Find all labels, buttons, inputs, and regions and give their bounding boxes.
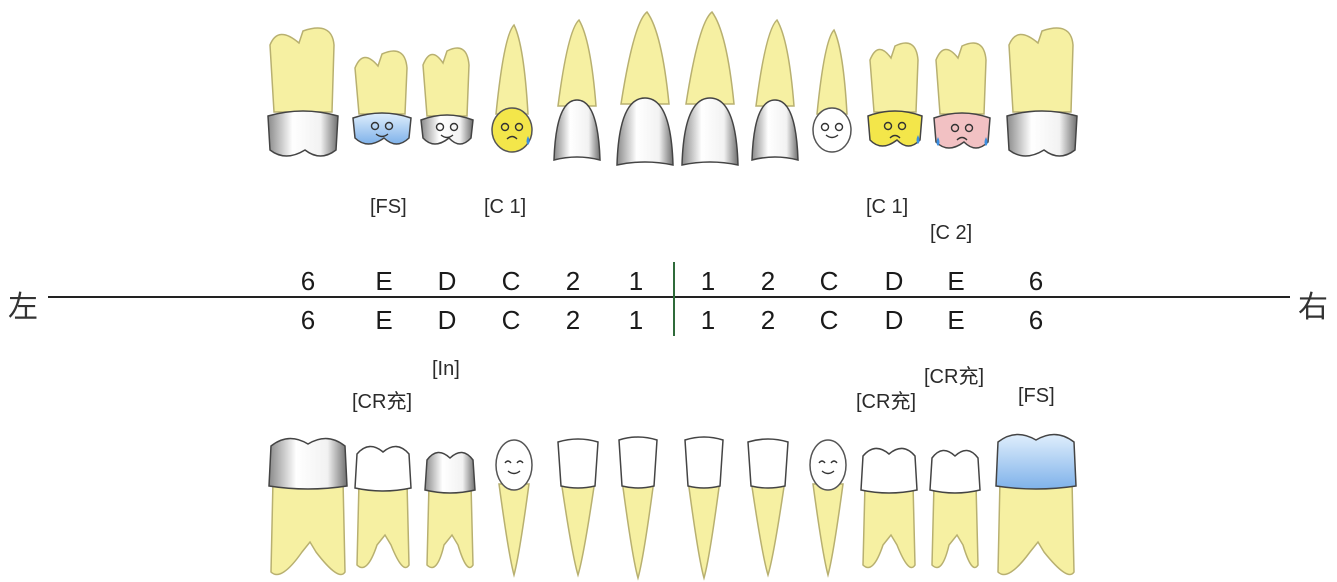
right-side-label: 右 <box>1298 282 1328 326</box>
lower-c-left <box>496 440 532 575</box>
lower-tooth-number: C <box>496 305 526 336</box>
upper-e-right <box>934 43 990 148</box>
midline-divider <box>673 262 675 336</box>
annotation-c2-upper-right: [C 2] <box>930 222 972 245</box>
upper-tooth-number: 1 <box>621 266 651 297</box>
upper-2-left <box>554 20 600 160</box>
upper-tooth-number: 6 <box>1021 266 1051 297</box>
lower-tooth-number: 6 <box>293 305 323 336</box>
lower-tooth-number: 6 <box>1021 305 1051 336</box>
upper-c-left <box>492 25 532 152</box>
upper-tooth-number: C <box>814 266 844 297</box>
lower-e-right <box>930 450 980 567</box>
annotation-cr-lower-right-upper: [CR充] <box>924 360 984 389</box>
lower-2-left <box>558 439 598 575</box>
occlusal-line <box>48 296 1290 298</box>
lower-molar-6-right <box>996 434 1076 574</box>
lower-tooth-number: D <box>432 305 462 336</box>
upper-tooth-number: 1 <box>693 266 723 297</box>
upper-tooth-number: C <box>496 266 526 297</box>
annotation-c1-upper-left: [C 1] <box>484 196 526 219</box>
lower-1-right <box>685 437 723 578</box>
upper-tooth-number: E <box>941 266 971 297</box>
annotation-cr-lower-right: [CR充] <box>856 385 916 414</box>
lower-tooth-number: E <box>941 305 971 336</box>
annotation-in-lower-left: [In] <box>432 358 460 381</box>
lower-d-right <box>861 448 917 567</box>
lower-tooth-number: 2 <box>558 305 588 336</box>
upper-tooth-number: 2 <box>558 266 588 297</box>
lower-d-left <box>425 452 475 567</box>
lower-tooth-number: 1 <box>693 305 723 336</box>
upper-tooth-number: 6 <box>293 266 323 297</box>
lower-tooth-number: 1 <box>621 305 651 336</box>
lower-e-left <box>355 446 411 567</box>
upper-1-left <box>617 12 673 165</box>
lower-tooth-number: 2 <box>753 305 783 336</box>
left-side-label: 左 <box>8 282 38 326</box>
annotation-fs-lower-right: [FS] <box>1018 385 1055 408</box>
upper-d-right <box>868 43 922 146</box>
annotation-fs-upper-left: [FS] <box>370 196 407 219</box>
upper-tooth-number: D <box>879 266 909 297</box>
upper-1-right <box>682 12 738 165</box>
annotation-c1-upper-right: [C 1] <box>866 196 908 219</box>
lower-c-right <box>810 440 846 575</box>
lower-molar-6-left <box>269 438 347 574</box>
upper-2-right <box>752 20 798 160</box>
upper-molar-6-left <box>268 28 338 156</box>
upper-tooth-number: E <box>369 266 399 297</box>
annotation-cr-lower-left: [CR充] <box>352 385 412 414</box>
upper-e-left <box>353 51 411 144</box>
lower-tooth-number: D <box>879 305 909 336</box>
lower-1-left <box>619 437 657 578</box>
upper-d-left <box>421 48 473 144</box>
upper-tooth-number: 2 <box>753 266 783 297</box>
lower-2-right <box>748 439 788 575</box>
upper-molar-6-right <box>1007 28 1077 156</box>
upper-c-right <box>813 30 851 152</box>
upper-tooth-number: D <box>432 266 462 297</box>
lower-tooth-number: E <box>369 305 399 336</box>
lower-tooth-number: C <box>814 305 844 336</box>
